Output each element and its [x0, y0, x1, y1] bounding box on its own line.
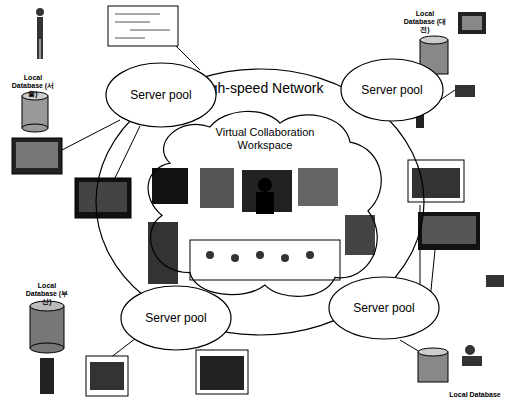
workspace-cloud: Virtual Collaboration Workspace	[140, 106, 390, 306]
node-text: Server pool	[361, 83, 422, 97]
database-label: Local Database (서울)	[8, 74, 58, 98]
node-text: Server pool	[353, 301, 414, 315]
node-text: Server pool	[130, 88, 191, 102]
database-label: Local Database	[440, 391, 510, 399]
server-pool-ellipse: Server pool	[328, 276, 440, 340]
database-label: Local Database (부산)	[22, 282, 72, 306]
node-text: Virtual Collaboration Workspace	[190, 126, 340, 152]
server-pool-ellipse: Server pool	[105, 62, 217, 128]
database-label: Local Database (대전)	[400, 10, 450, 34]
server-pool-ellipse: Server pool	[120, 285, 232, 351]
node-text: Server pool	[145, 311, 206, 325]
server-pool-ellipse: Server pool	[340, 58, 444, 122]
